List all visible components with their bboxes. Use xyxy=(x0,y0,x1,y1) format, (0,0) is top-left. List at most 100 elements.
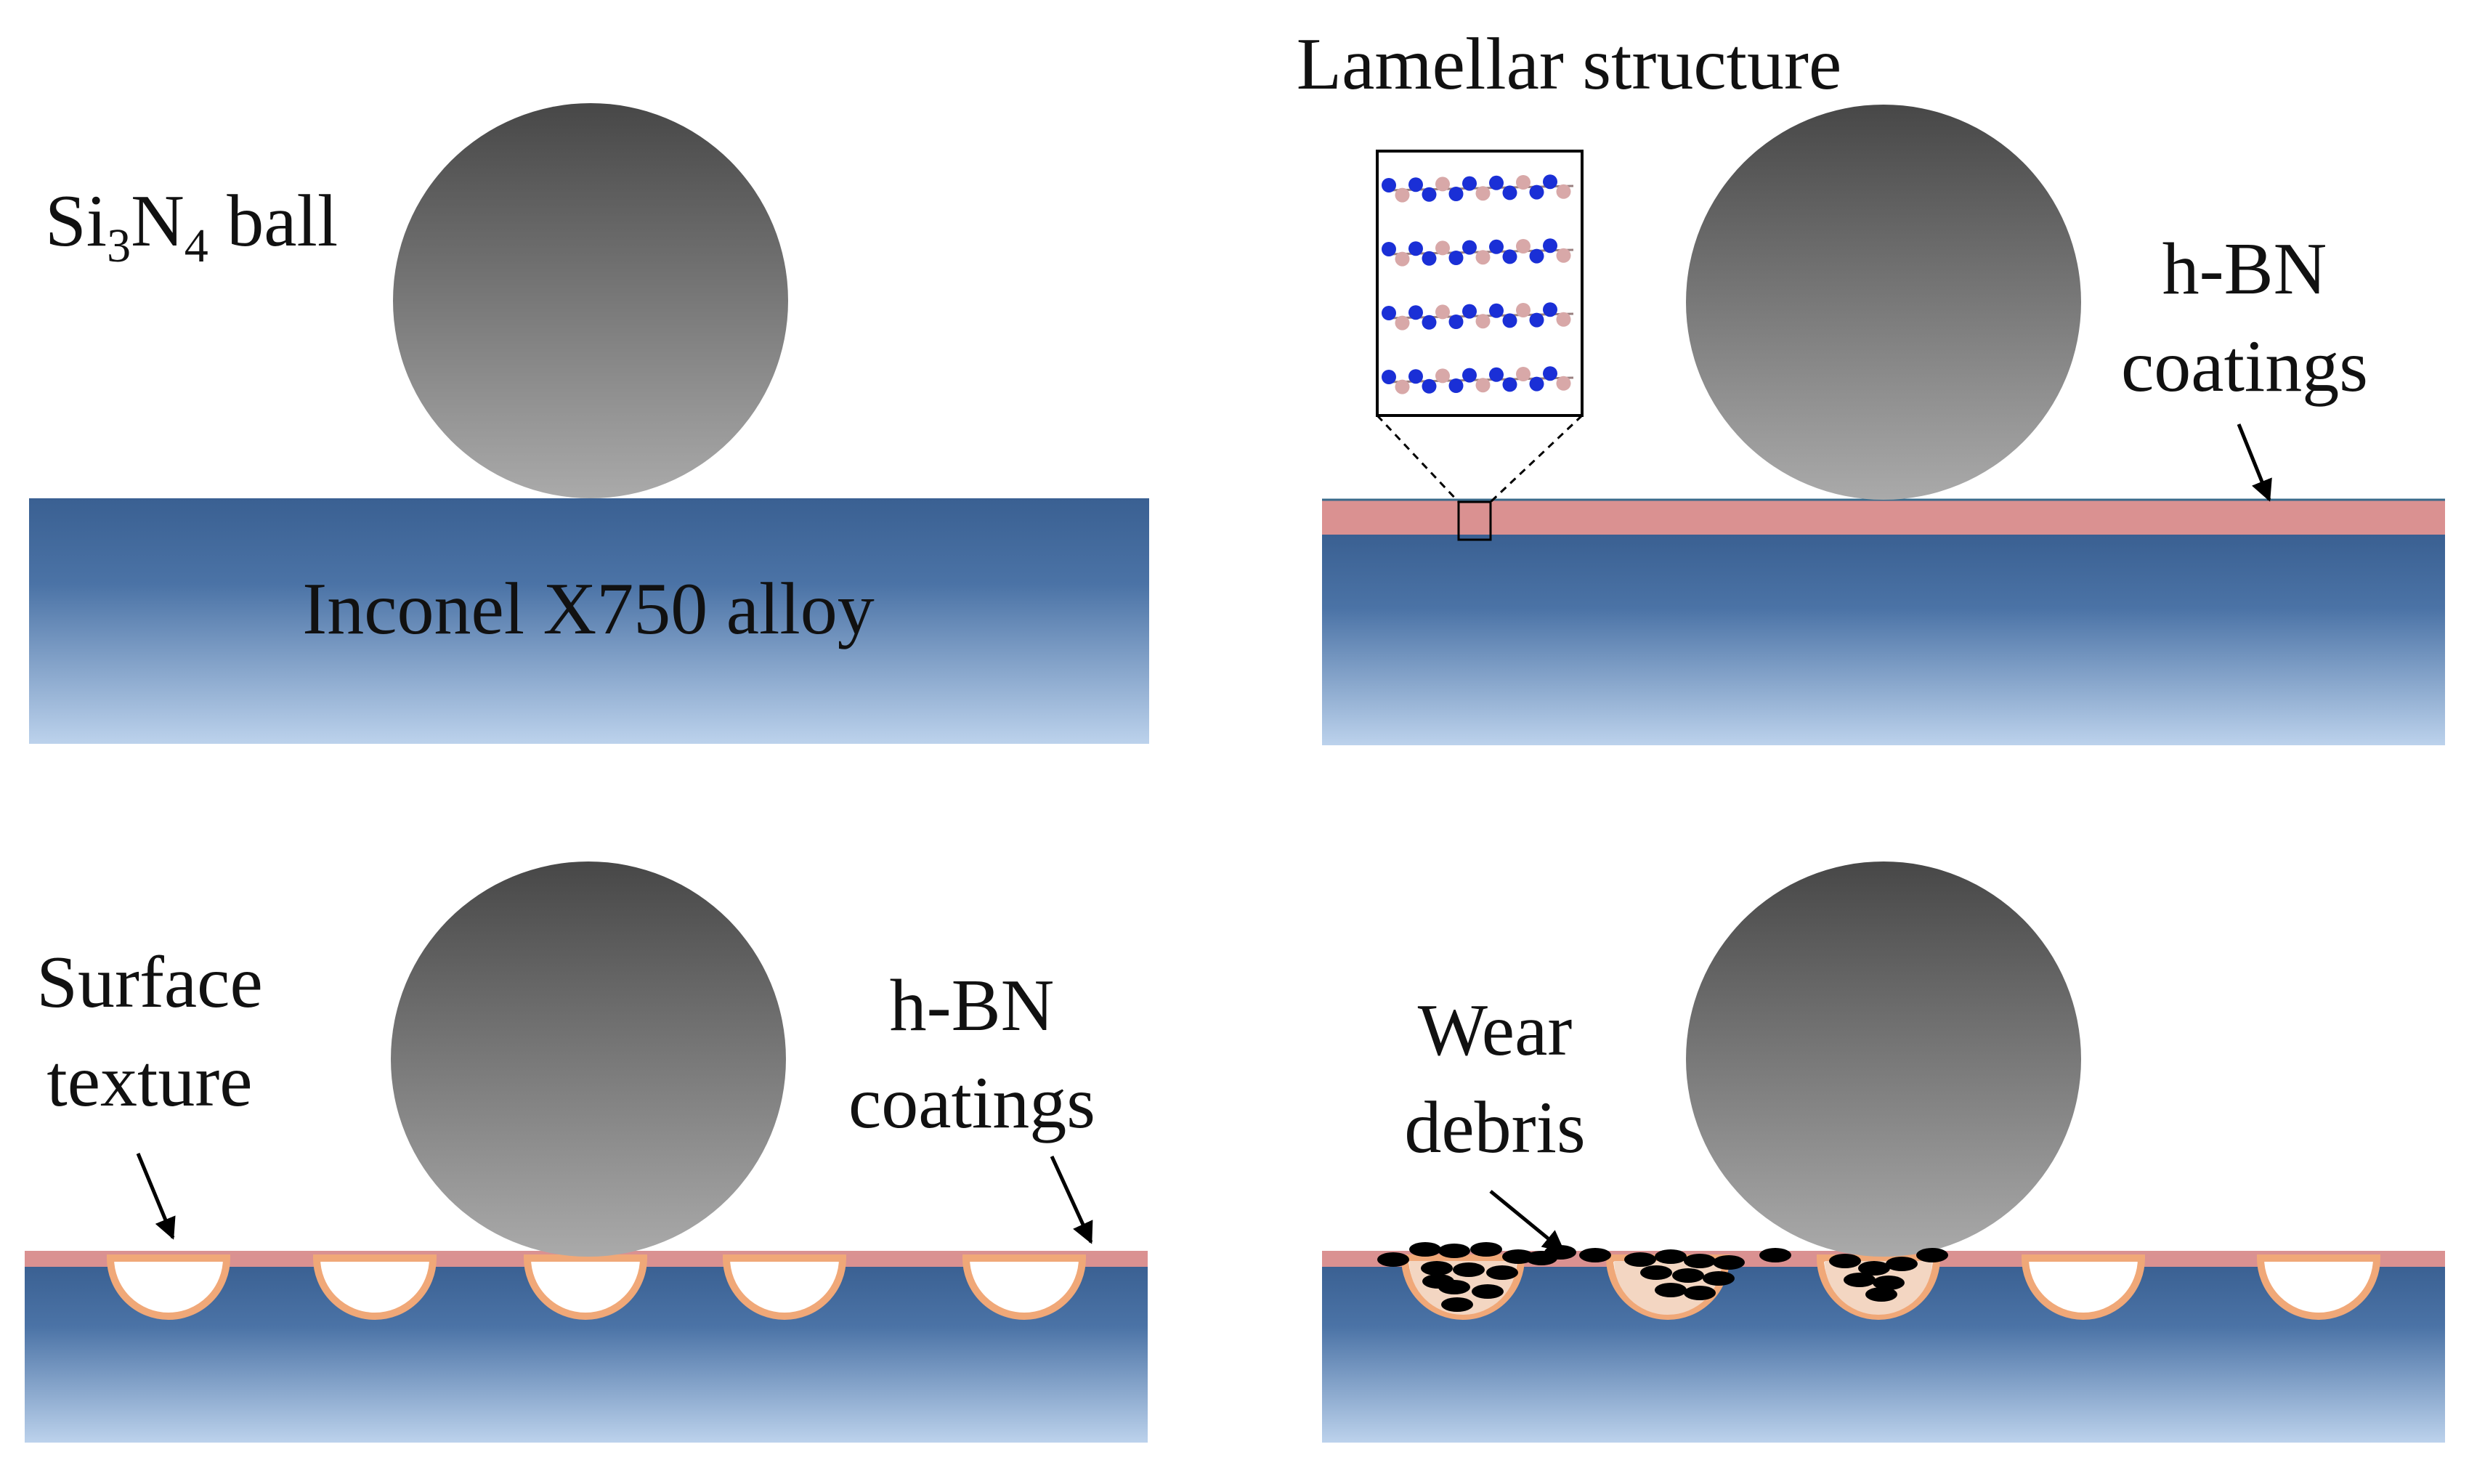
nitrogen-atom xyxy=(1475,314,1491,329)
boron-atom xyxy=(1543,238,1557,254)
panel-b: Lamellar structure h-BN coatings xyxy=(1297,23,2445,745)
debris-particle xyxy=(1640,1265,1672,1280)
boron-atom xyxy=(1448,251,1464,265)
boron-atom xyxy=(1489,367,1504,382)
debris-particle xyxy=(1684,1286,1716,1300)
boron-atom xyxy=(1502,185,1517,200)
nitrogen-atom xyxy=(1435,177,1450,192)
texture-label-line2: texture xyxy=(46,1040,252,1122)
substrate-label: Inconel X750 alloy xyxy=(302,568,874,650)
boron-atom xyxy=(1462,304,1477,319)
nitrogen-atom xyxy=(1556,376,1571,391)
debris-particle xyxy=(1713,1255,1745,1270)
boron-atom xyxy=(1408,369,1423,384)
nitrogen-atom xyxy=(1516,239,1531,254)
debris-particle xyxy=(1829,1254,1861,1268)
panel-d: Wear debris xyxy=(1322,861,2445,1443)
debris-particle xyxy=(1453,1262,1485,1277)
boron-atom xyxy=(1543,366,1557,381)
boron-atom xyxy=(1448,315,1464,329)
boron-atom xyxy=(1448,187,1464,201)
si3n4-ball xyxy=(1686,861,2081,1257)
panel-c: Surface texture h-BN coatings xyxy=(25,861,1148,1443)
debris-particle xyxy=(1865,1287,1897,1302)
nitrogen-atom xyxy=(1435,304,1450,320)
boron-atom xyxy=(1502,313,1517,328)
arrow-icon xyxy=(136,1153,176,1240)
nitrogen-atom xyxy=(1556,184,1571,199)
zoom-connector-left xyxy=(1376,414,1460,503)
inset-title: Lamellar structure xyxy=(1297,23,1841,105)
texture-dimple xyxy=(523,1254,648,1320)
debris-particle xyxy=(1759,1248,1791,1262)
boron-atom xyxy=(1408,241,1423,256)
boron-atom xyxy=(1422,187,1437,202)
boron-atom xyxy=(1489,239,1504,254)
debris-particle xyxy=(1470,1242,1502,1257)
nitrogen-atom xyxy=(1556,248,1571,263)
boron-atom xyxy=(1529,376,1544,392)
debris-particle xyxy=(1672,1268,1704,1283)
nitrogen-atom xyxy=(1435,368,1450,384)
nitrogen-atom xyxy=(1395,315,1410,331)
boron-atom xyxy=(1543,302,1557,317)
arrow-icon xyxy=(1050,1155,1093,1244)
coating-label-line1: h-BN xyxy=(890,965,1055,1047)
wear-debris-particles xyxy=(1377,1242,1948,1312)
debris-particle xyxy=(1409,1242,1441,1257)
boron-atom xyxy=(1422,251,1437,266)
boron-atom xyxy=(1543,174,1557,190)
debris-label-line1: Wear xyxy=(1418,989,1573,1071)
boron-atom xyxy=(1422,315,1437,330)
atomic-layer xyxy=(1382,302,1574,331)
texture-dimple xyxy=(2021,1254,2146,1320)
boron-atom xyxy=(1382,306,1396,320)
debris-particle xyxy=(1486,1265,1518,1280)
nitrogen-atom xyxy=(1395,187,1410,203)
texture-dimple xyxy=(2256,1254,2381,1320)
boron-atom xyxy=(1462,240,1477,255)
boron-atom xyxy=(1422,378,1437,394)
nitrogen-atom xyxy=(1475,250,1491,265)
nitrogen-atom xyxy=(1475,378,1491,393)
boron-atom xyxy=(1529,185,1544,200)
texture-dimple xyxy=(722,1254,847,1320)
debris-particle xyxy=(1422,1274,1454,1289)
boron-atom xyxy=(1382,370,1396,384)
zoom-connector-right xyxy=(1489,414,1584,503)
debris-particle xyxy=(1624,1252,1656,1267)
coating-label-line2: coatings xyxy=(2121,325,2368,408)
texture-label-line1: Surface xyxy=(36,941,262,1023)
debris-particle xyxy=(1886,1257,1918,1271)
debris-label-line2: debris xyxy=(1404,1087,1585,1169)
alloy-substrate xyxy=(29,498,1149,744)
zoom-box-icon xyxy=(1457,500,1492,541)
boron-atom xyxy=(1382,242,1396,256)
panel-a: Si3N4 ball Inconel X750 alloy xyxy=(29,103,1149,744)
boron-atom xyxy=(1462,176,1477,191)
nitrogen-atom xyxy=(1395,251,1410,267)
boron-atom xyxy=(1408,177,1423,192)
texture-dimple xyxy=(962,1254,1087,1320)
boron-atom xyxy=(1489,303,1504,318)
boron-atom xyxy=(1408,305,1423,320)
debris-particle xyxy=(1684,1254,1716,1268)
debris-particle xyxy=(1377,1252,1409,1267)
boron-atom xyxy=(1502,377,1517,392)
texture-dimple xyxy=(106,1254,231,1320)
arrow-icon xyxy=(2237,423,2272,502)
debris-particle xyxy=(1703,1271,1735,1286)
coating-label-line1: h-BN xyxy=(2162,228,2327,310)
boron-atom xyxy=(1529,248,1544,264)
ball-label: Si3N4 ball xyxy=(45,180,338,272)
texture-dimple xyxy=(312,1254,437,1320)
boron-atom xyxy=(1448,378,1464,393)
debris-particle xyxy=(1873,1276,1905,1290)
boron-atom xyxy=(1489,175,1504,190)
atomic-layer xyxy=(1382,174,1574,203)
alloy-substrate xyxy=(1322,535,2445,745)
debris-particle xyxy=(1858,1261,1890,1276)
boron-atom xyxy=(1529,312,1544,328)
